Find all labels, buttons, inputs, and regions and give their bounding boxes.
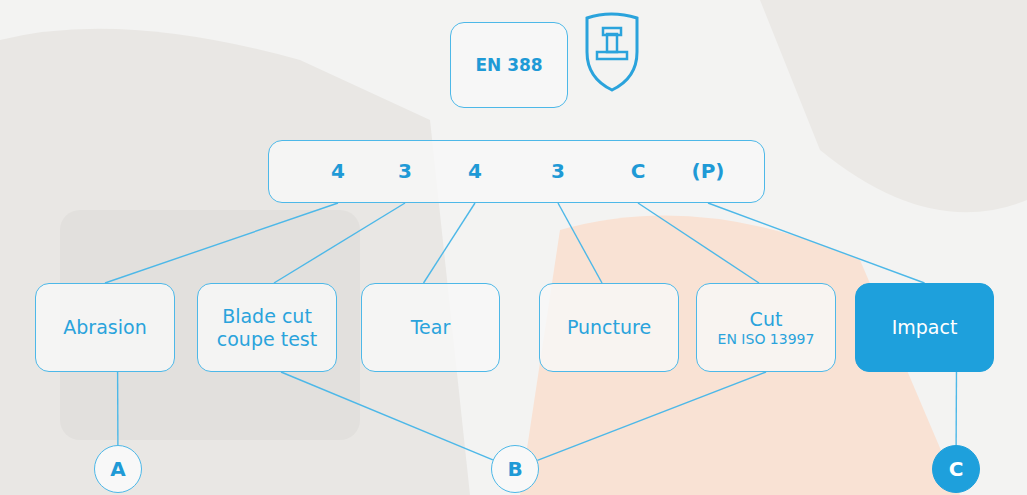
tester-body — [0, 29, 470, 495]
group-circle: C — [932, 445, 980, 493]
node-label: Cut — [750, 308, 783, 331]
node-label: Impact — [892, 316, 958, 339]
mechanical-risk-shield — [587, 14, 637, 90]
rating-digit: 4 — [468, 159, 482, 183]
test-box: Puncture — [539, 283, 679, 372]
connector-line — [281, 372, 493, 460]
group-circle: B — [491, 445, 539, 493]
tester-plate — [60, 210, 360, 440]
rating-digit: 4 — [331, 159, 345, 183]
node-label: Tear — [411, 316, 451, 339]
standard-box: EN 388 — [450, 22, 568, 108]
test-box: CutEN ISO 13997 — [696, 283, 836, 372]
rating-digit: 3 — [398, 159, 412, 183]
connector-line — [105, 203, 338, 283]
test-box: Tear — [361, 283, 500, 372]
rating-digit: 3 — [551, 159, 565, 183]
highlight-box: Impact — [855, 283, 994, 372]
connector-line — [117, 372, 119, 445]
node-label: Puncture — [567, 316, 651, 339]
connector-line — [955, 372, 957, 445]
test-box: Abrasion — [35, 283, 175, 372]
rating-digit: (P) — [692, 159, 725, 183]
node-label: EN ISO 13997 — [718, 331, 815, 348]
test-box: Blade cut coupe test — [197, 283, 337, 372]
rating-digit: C — [631, 159, 646, 183]
connector-line — [274, 203, 405, 283]
group-circle: A — [94, 445, 142, 493]
node-label: EN 388 — [475, 55, 542, 75]
connector-line — [537, 372, 766, 460]
rating-code-box: 4 3 4 3 C (P) — [268, 140, 765, 203]
node-label: B — [507, 457, 522, 481]
node-label: C — [949, 457, 964, 481]
node-label: Blade cut coupe test — [213, 305, 321, 351]
connector-line — [708, 203, 925, 283]
node-label: A — [110, 457, 125, 481]
node-label: Abrasion — [63, 316, 146, 339]
tester-part — [760, 0, 1027, 212]
connector-line — [424, 203, 475, 283]
connector-line — [558, 203, 602, 283]
